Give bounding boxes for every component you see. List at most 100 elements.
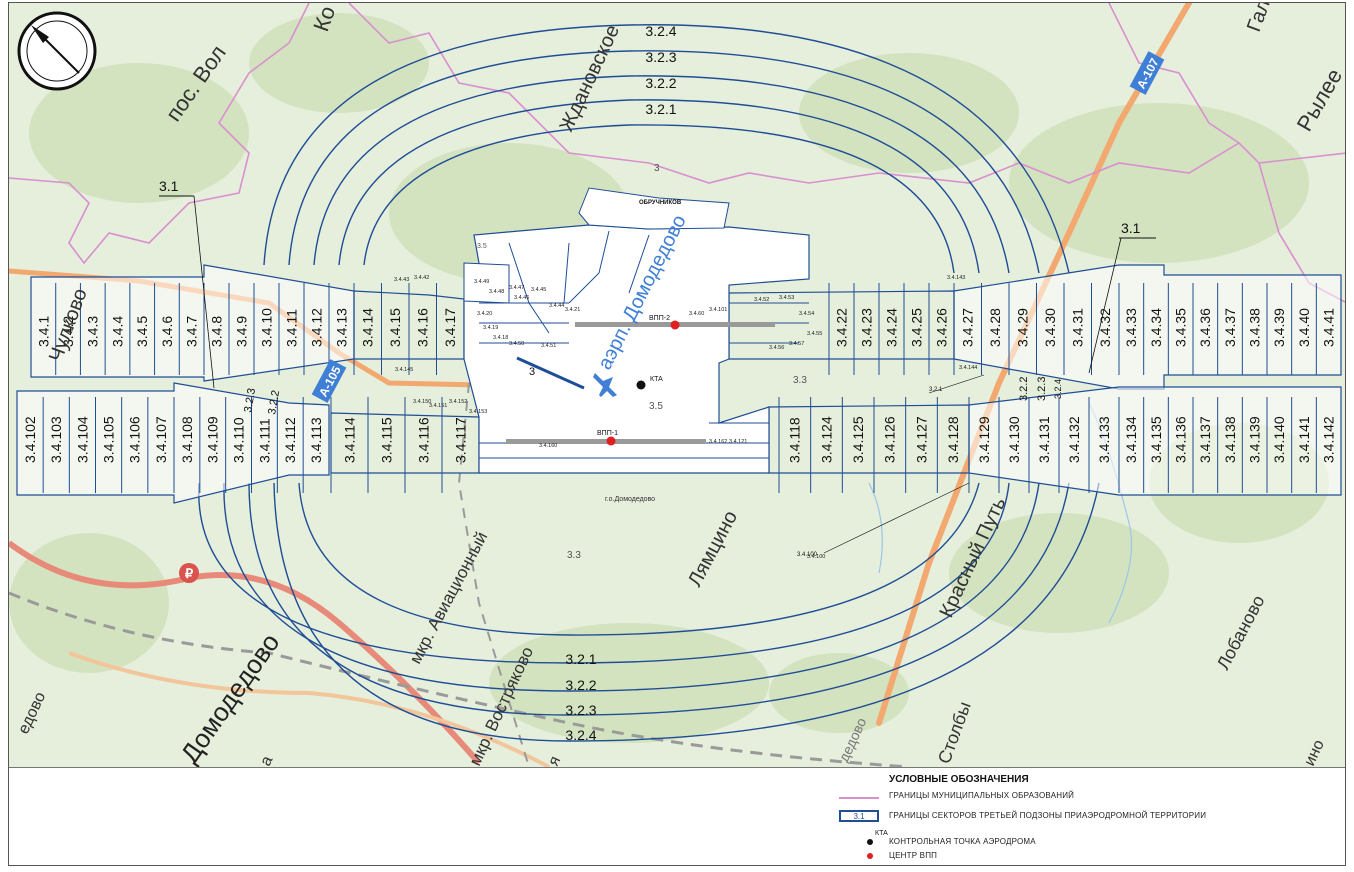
sector-label: 3.4.103 (48, 416, 64, 463)
sector-dividers-upper (30, 283, 1317, 375)
small-sector-label: 3.4.53 (779, 295, 794, 301)
small-sector-label: 3.4.21 (565, 307, 580, 313)
small-sector-label: 3.4.51 (541, 343, 556, 349)
sector-label: 3.4.33 (1123, 308, 1139, 347)
sector-label: 3.4.29 (1015, 308, 1031, 347)
railway-north (457, 382, 530, 767)
zone-label: 3 (654, 163, 660, 174)
zoning-map: 3.2.4 3.2.3 3.2.2 3.2.1 3.2.1 3.2.2 3.2.… (9, 3, 1345, 767)
small-sector-label: 3.4.45 (531, 287, 546, 293)
small-sector-label: 3.4.46 (514, 295, 529, 301)
zone-labels: 3 3.5 3.5 3.3 3.3 3 (477, 163, 807, 561)
legend-item-runway-center: ЦЕНТР ВПП (839, 850, 1319, 865)
sector-label: 3.4.31 (1070, 308, 1086, 347)
callout-right: 3.1 (1121, 220, 1141, 236)
sector-label: 3.4.8 (208, 316, 224, 347)
sector-label: 3.4.39 (1271, 308, 1287, 347)
sector-label: 3.4.138 (1222, 416, 1238, 463)
legend: УСЛОВНЫЕ ОБОЗНАЧЕНИЯ ГРАНИЦЫ МУНИЦИПАЛЬН… (9, 767, 1345, 865)
sector-label: 3.4.32 (1097, 308, 1113, 347)
sector-band-upper (30, 264, 1342, 390)
sector-label: 3.4.2 (60, 316, 76, 347)
sector-label: 3.4.11 (283, 309, 299, 347)
sector-label: 3.4.111 (256, 418, 272, 463)
sector-label: 3.4.3 (85, 316, 101, 347)
sector-label: 3.4.113 (308, 417, 324, 463)
sector-label: 3.4.28 (987, 308, 1003, 347)
forest-patches (9, 13, 1329, 743)
sector-label: 3.4.114 (341, 417, 357, 463)
sector-label: 3.4.131 (1036, 416, 1052, 463)
small-sector-label: 3.4.151 (429, 403, 447, 409)
runway-center-marker (867, 853, 873, 859)
sector-label: 3.4.24 (883, 308, 899, 347)
ring-labels-bottom: 3.2.1 3.2.2 3.2.3 3.2.4 (565, 651, 596, 743)
small-sector-label: 3.4.18 (493, 335, 508, 341)
legend-title: УСЛОВНЫЕ ОБОЗНАЧЕНИЯ (889, 774, 1029, 785)
runways: ВПП-2 ВПП-1 КТА (506, 315, 775, 446)
small-sector-label: 3.4.143 (947, 275, 965, 281)
sector-label: 3.4.112 (282, 417, 298, 463)
sector-label: 3.4.108 (179, 416, 195, 463)
small-sector-label: 3.4.55 (807, 331, 822, 337)
sector-label: 3.4.30 (1042, 308, 1058, 347)
rail-station-icon: ₽ (179, 563, 199, 583)
small-sector-label: 3.4.48 (489, 289, 504, 295)
kta-marker-label: КТА (875, 830, 888, 837)
small-sector-label: 3.4.121 (729, 439, 747, 445)
sector-dividers-lower (16, 397, 1317, 493)
sector-label: 3.4.27 (960, 308, 976, 347)
sector-label: 3.4.16 (415, 308, 431, 347)
ring-label: 3.2.3 (565, 702, 596, 718)
sector-label: 3.4.125 (850, 416, 866, 463)
legend-item-sectors: 3.1 ГРАНИЦЫ СЕКТОРОВ ТРЕТЬЕЙ ПОДЗОНЫ ПРИ… (839, 810, 1319, 826)
sector-label: 3.4.132 (1066, 416, 1082, 463)
sector-label: 3.4.124 (818, 416, 834, 463)
north-arrow-icon (17, 11, 97, 91)
svg-text:₽: ₽ (185, 566, 194, 581)
airport-icon (593, 373, 617, 397)
sector-label: 3.4.5 (134, 316, 150, 347)
sector-label: 3.4.130 (1006, 416, 1022, 463)
runway-label-vpp2: ВПП-2 (649, 315, 670, 322)
sector-border-swatch: 3.1 (839, 810, 879, 822)
sector-label: 3.4.142 (1321, 416, 1337, 463)
ring-label: 3.2.2 (565, 677, 596, 693)
small-sector-label: 3.4.43 (394, 277, 409, 283)
zone-label: 3.5 (649, 401, 663, 412)
sector-label: 3.4.13 (333, 308, 349, 347)
sector-label: 3.4.102 (22, 416, 38, 463)
sector-label: 3.4.115 (378, 417, 394, 463)
sector-label: 3.4.118 (787, 417, 803, 463)
kta-marker (867, 839, 873, 845)
sector-label: 3.4.128 (945, 416, 961, 463)
small-sector-label: 3.4.56 (769, 345, 784, 351)
map-sheet: 3.2.4 3.2.3 3.2.2 3.2.1 3.2.1 3.2.2 3.2.… (8, 2, 1346, 866)
sector-label: 3.4.107 (153, 416, 169, 463)
small-sector-label: 3.4.100 (807, 554, 825, 560)
small-sector-label: 3.4.49 (474, 279, 489, 285)
ring-label: 3.2.1 (565, 651, 596, 667)
sector-label: 3.4.12 (308, 308, 324, 347)
zone-label: 3 (529, 366, 535, 378)
callouts: 3.1 3.1 3.2.1 3.4.100 (159, 178, 1156, 558)
sector-label: 3.4.140 (1271, 416, 1287, 463)
small-sector-label: 3.4.52 (754, 297, 769, 303)
legend-text: ГРАНИЦЫ СЕКТОРОВ ТРЕТЬЕЙ ПОДЗОНЫ ПРИАЭРО… (889, 811, 1207, 820)
legend-text: ЦЕНТР ВПП (889, 851, 938, 860)
callout-34100: 3.4.100 (797, 552, 818, 558)
sector-label: 3.4.137 (1197, 416, 1213, 463)
sector-label: 3.4.41 (1321, 308, 1337, 347)
small-sector-label: 3.4.57 (789, 341, 804, 347)
sector-label: 3.4.141 (1296, 416, 1312, 463)
small-sector-label: 3.4.19 (483, 325, 498, 331)
sector-label: 3.4.139 (1247, 416, 1263, 463)
small-sector-label: 3.4.47 (509, 285, 524, 291)
sector-label: 3.4.17 (442, 308, 458, 347)
ring-label: 3.2.2 (645, 75, 676, 91)
small-sector-label: 3.4.160 (539, 443, 557, 449)
municipal-border-swatch (839, 797, 879, 799)
approach-rings (198, 24, 1100, 742)
